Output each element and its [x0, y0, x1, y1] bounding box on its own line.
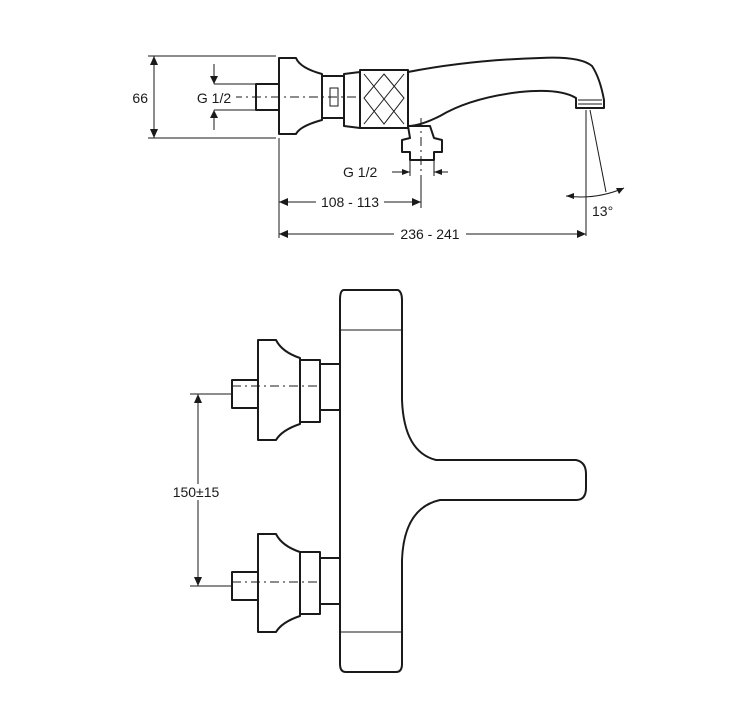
spout [407, 56, 605, 127]
offset-dimension [278, 138, 422, 238]
upper-inlet [231, 339, 341, 441]
lower-inlet [231, 533, 341, 633]
outlet-thread-dimension [392, 160, 448, 176]
outlet-connector [401, 125, 443, 161]
height-dimension [148, 55, 276, 139]
inlet-spacing-label: 150±15 [173, 484, 220, 500]
inlet-thread-label: G 1/2 [197, 90, 231, 106]
mixer-body [343, 71, 361, 129]
plan-view [231, 289, 587, 673]
inlet-thread-dimension [210, 64, 256, 130]
side-elevation-view [214, 56, 625, 236]
spout-angle-label: 13° [592, 203, 613, 219]
height-label: 66 [132, 90, 148, 106]
outlet-thread-label: G 1/2 [343, 164, 377, 180]
total-length-label: 236 - 241 [400, 226, 459, 242]
wall-flange [278, 57, 323, 135]
offset-label: 108 - 113 [321, 194, 379, 210]
mixer-body-plan [339, 289, 587, 673]
